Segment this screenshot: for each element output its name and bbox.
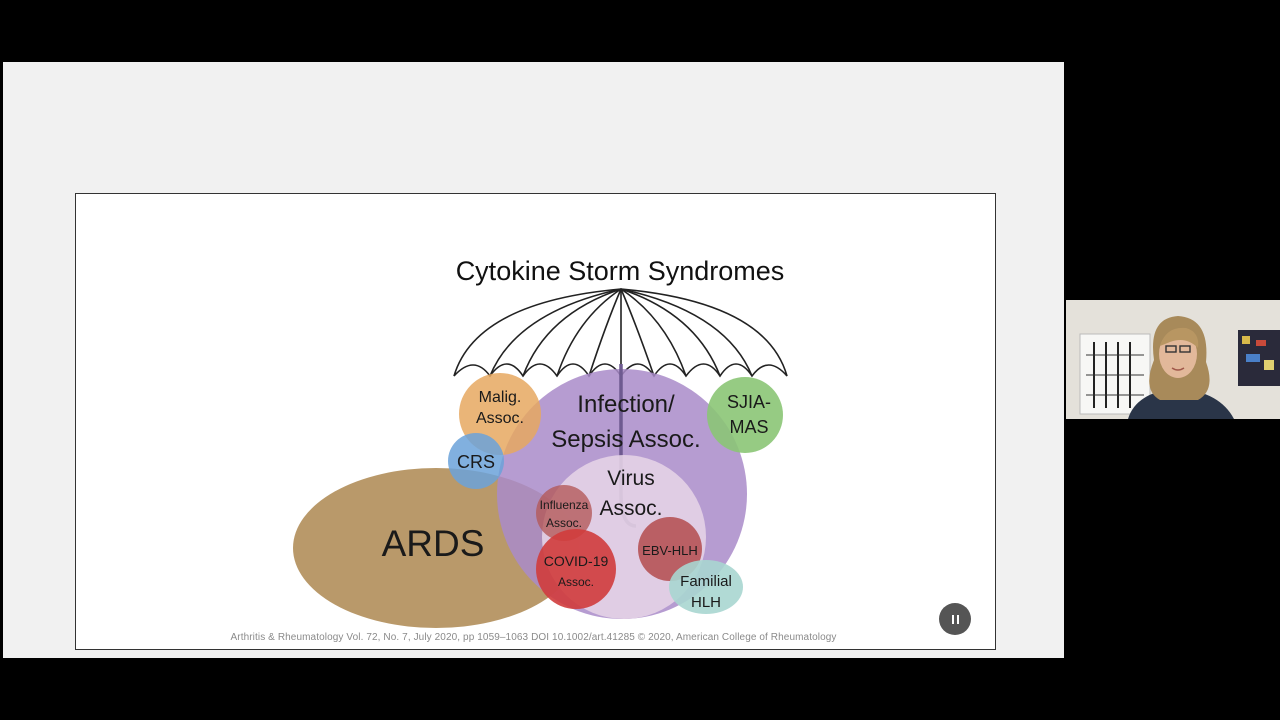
covid-label-1: COVID-19 bbox=[544, 553, 609, 569]
sjia-label-2: MAS bbox=[729, 417, 768, 437]
whiteboard bbox=[1079, 333, 1151, 415]
diagram-title: Cytokine Storm Syndromes bbox=[456, 256, 785, 286]
pause-icon bbox=[951, 614, 959, 624]
pause-button[interactable] bbox=[939, 603, 971, 635]
infection-label-2: Sepsis Assoc. bbox=[551, 426, 700, 453]
familial-label-1: Familial bbox=[680, 573, 732, 590]
presentation-slide: Cytokine Storm Syndromes ARDS Malig. Ass… bbox=[3, 62, 1064, 658]
ebv-label: EBV-HLH bbox=[642, 543, 698, 558]
cytokine-storm-diagram: Cytokine Storm Syndromes ARDS Malig. Ass… bbox=[293, 256, 788, 628]
citation-text: Arthritis & Rheumatology Vol. 72, No. 7,… bbox=[230, 632, 837, 643]
virus-label-1: Virus bbox=[607, 467, 654, 490]
webcam-video bbox=[1066, 300, 1280, 419]
infection-label-1: Infection/ bbox=[577, 391, 675, 418]
sjia-label-1: SJIA- bbox=[727, 392, 771, 412]
figure-frame: Cytokine Storm Syndromes ARDS Malig. Ass… bbox=[75, 193, 996, 650]
influenza-bubble bbox=[536, 485, 592, 541]
covid-label-2: Assoc. bbox=[558, 575, 594, 589]
covid-bubble bbox=[536, 529, 616, 609]
webcam-scene bbox=[1066, 300, 1280, 419]
ards-label: ARDS bbox=[382, 523, 485, 564]
wall-poster bbox=[1238, 330, 1280, 386]
familial-label-2: HLH bbox=[691, 594, 721, 611]
influenza-label-1: Influenza bbox=[540, 498, 589, 512]
umbrella-icon bbox=[453, 288, 788, 378]
virus-label-2: Assoc. bbox=[599, 497, 662, 520]
crs-bubble bbox=[448, 433, 504, 489]
crs-label: CRS bbox=[457, 452, 495, 472]
malig-label-2: Assoc. bbox=[476, 410, 524, 427]
presenter bbox=[1128, 316, 1234, 419]
sjia-bubble bbox=[707, 377, 783, 453]
influenza-label-2: Assoc. bbox=[546, 516, 582, 530]
malig-label-1: Malig. bbox=[479, 389, 522, 406]
familial-bubble bbox=[669, 560, 743, 614]
